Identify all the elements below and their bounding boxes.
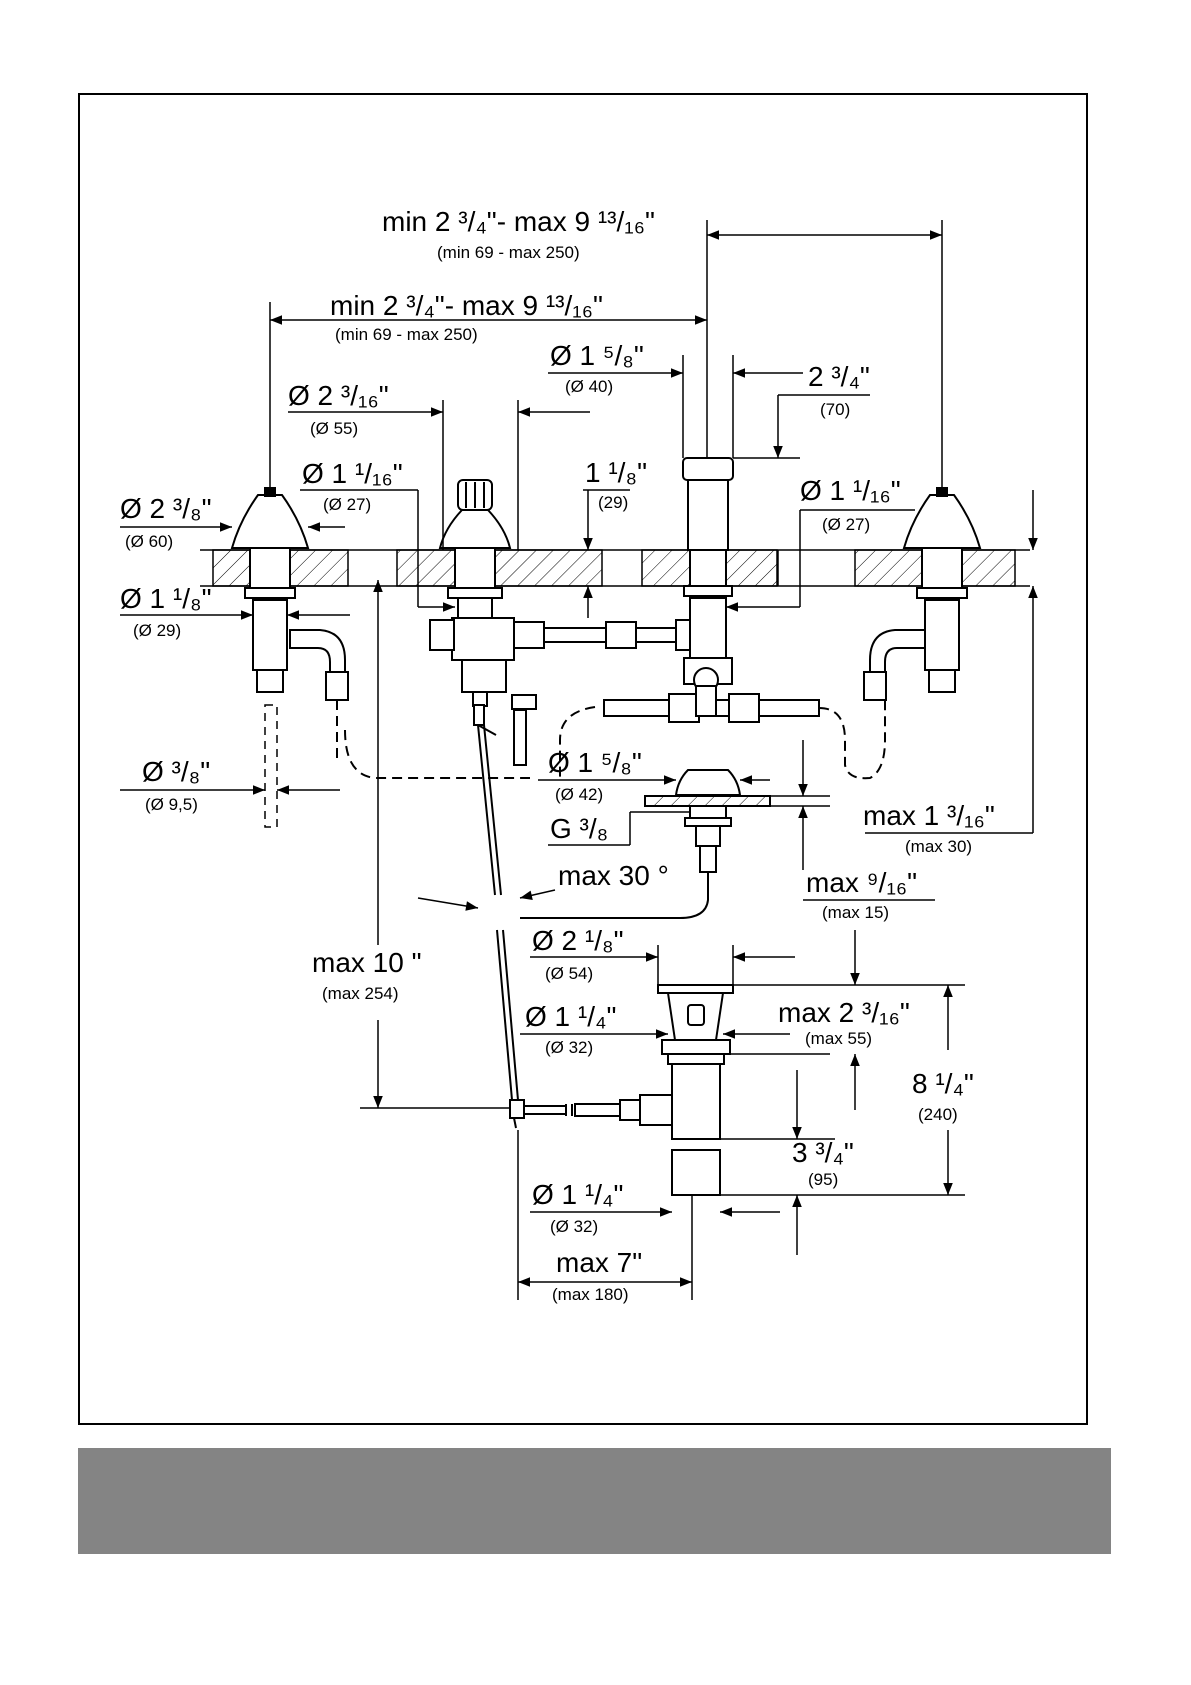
thread-g-label: G ³/₈ [550, 813, 608, 844]
top-span-label: min 2 ³/₄"- max 9 ¹³/₁₆" [382, 206, 655, 237]
dia-1-1-4-b-metric: (Ø 32) [550, 1217, 598, 1236]
dim-3-3-4-label: 3 ³/₄" [792, 1137, 854, 1168]
footer-gray-bar [78, 1448, 1111, 1554]
max-2-3-16-label: max 2 ³/₁₆" [778, 997, 910, 1028]
dia-1-1-16-right-metric: (Ø 27) [822, 515, 870, 534]
dim-2-3-4-label: 2 ³/₄" [808, 361, 870, 392]
max-10-metric: (max 254) [322, 984, 399, 1003]
dia-2-3-8-label: Ø 2 ³/₈" [120, 493, 212, 524]
dia-1-5-8-top-label: Ø 1 ⁵/₈" [550, 340, 644, 371]
drawing-frame [78, 93, 1088, 1425]
dim-3-3-4-metric: (95) [808, 1170, 838, 1189]
center-valve [429, 479, 537, 766]
spout-column [682, 457, 734, 717]
max-30-deg-label: max 30 ° [558, 860, 669, 891]
dia-1-1-4-a-label: Ø 1 ¹/₄" [525, 1001, 616, 1032]
mid-diverter [520, 769, 771, 919]
dia-2-3-8-metric: (Ø 60) [125, 532, 173, 551]
left-span-metric: (min 69 - max 250) [335, 325, 478, 344]
dia-1-1-8-label: Ø 1 ¹/₈" [120, 583, 212, 614]
left-span-label: min 2 ³/₄"- max 9 ¹³/₁₆" [330, 290, 603, 321]
top-span-metric: (min 69 - max 250) [437, 243, 580, 262]
popup-drain [509, 984, 734, 1196]
dia-1-5-8-mid-metric: (Ø 42) [555, 785, 603, 804]
dim-8-1-4-label: 8 ¹/₄" [912, 1068, 974, 1099]
dimension-labels: min 2 ³/₄"- max 9 ¹³/₁₆" (min 69 - max 2… [120, 206, 995, 1304]
dia-1-1-16-right-label: Ø 1 ¹/₁₆" [800, 475, 901, 506]
dia-1-1-16-left-label: Ø 1 ¹/₁₆" [302, 458, 403, 489]
dia-2-3-16-label: Ø 2 ³/₁₆" [288, 380, 389, 411]
dim-2-3-4-metric: (70) [820, 400, 850, 419]
max-9-16-metric: (max 15) [822, 903, 889, 922]
dia-3-8-metric: (Ø 9,5) [145, 795, 198, 814]
left-handle-valve [230, 487, 349, 760]
max-1-3-16-label: max 1 ³/₁₆" [863, 800, 995, 831]
right-handle-valve [863, 487, 982, 701]
max-10-label: max 10 " [312, 947, 422, 978]
max-2-3-16-metric: (max 55) [805, 1029, 872, 1048]
dimension-lines [120, 220, 1038, 1300]
dim-1-1-8-metric: (29) [598, 493, 628, 512]
max-1-3-16-metric: (max 30) [905, 837, 972, 856]
dia-1-5-8-mid-label: Ø 1 ⁵/₈" [548, 747, 642, 778]
dia-1-1-8-metric: (Ø 29) [133, 621, 181, 640]
max-9-16-label: max ⁹/₁₆" [806, 867, 917, 898]
max-7-metric: (max 180) [552, 1285, 629, 1304]
dia-3-8-label: Ø ³/₈" [142, 756, 210, 787]
dia-1-1-4-b-label: Ø 1 ¹/₄" [532, 1179, 623, 1210]
dim-1-1-8-label: 1 ¹/₈" [585, 457, 647, 488]
countertop-section [200, 549, 1030, 587]
dia-1-1-4-a-metric: (Ø 32) [545, 1038, 593, 1057]
max-7-label: max 7" [556, 1247, 642, 1278]
dia-2-1-8-metric: (Ø 54) [545, 964, 593, 983]
dia-2-1-8-label: Ø 2 ¹/₈" [532, 925, 624, 956]
dim-8-1-4-metric: (240) [918, 1105, 958, 1124]
lift-rod [473, 704, 519, 1129]
dia-1-5-8-top-metric: (Ø 40) [565, 377, 613, 396]
dia-1-1-16-left-metric: (Ø 27) [323, 495, 371, 514]
dia-2-3-16-metric: (Ø 55) [310, 419, 358, 438]
